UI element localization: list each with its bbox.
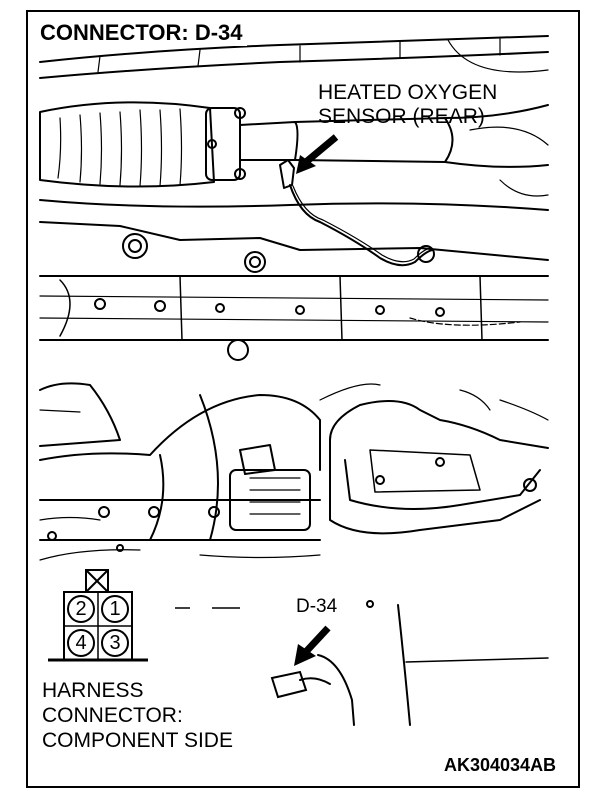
harness-caption-line1: HARNESS (42, 679, 144, 702)
figure-code: AK304034AB (444, 755, 557, 775)
harness-wire (317, 654, 355, 726)
catalytic-converter (39, 101, 215, 188)
exhaust-flange (205, 107, 241, 181)
pin-4-terminal (67, 629, 95, 657)
harness-caption-line2: CONNECTOR: (42, 704, 183, 727)
pin-2-terminal (67, 595, 95, 623)
pin-label-1: 1 (109, 598, 121, 620)
diagram-border (26, 10, 580, 788)
sensor-callout-line2: SENSOR (REAR) (318, 105, 485, 128)
connector-callout-label: D-34 (296, 596, 338, 617)
harness-caption-line3: COMPONENT SIDE (42, 729, 233, 752)
pin-1-terminal (101, 595, 129, 623)
page-title: CONNECTOR: D-34 (36, 20, 247, 46)
sensor-wire (289, 184, 433, 267)
pin-3-terminal (101, 629, 129, 657)
pin-label-3: 3 (109, 632, 121, 654)
pin-label-2: 2 (75, 598, 87, 620)
connector-d34-body (270, 670, 308, 699)
oxygen-sensor (279, 159, 295, 189)
pin-label-4: 4 (75, 632, 87, 654)
sensor-callout-line1: HEATED OXYGEN (318, 81, 498, 104)
